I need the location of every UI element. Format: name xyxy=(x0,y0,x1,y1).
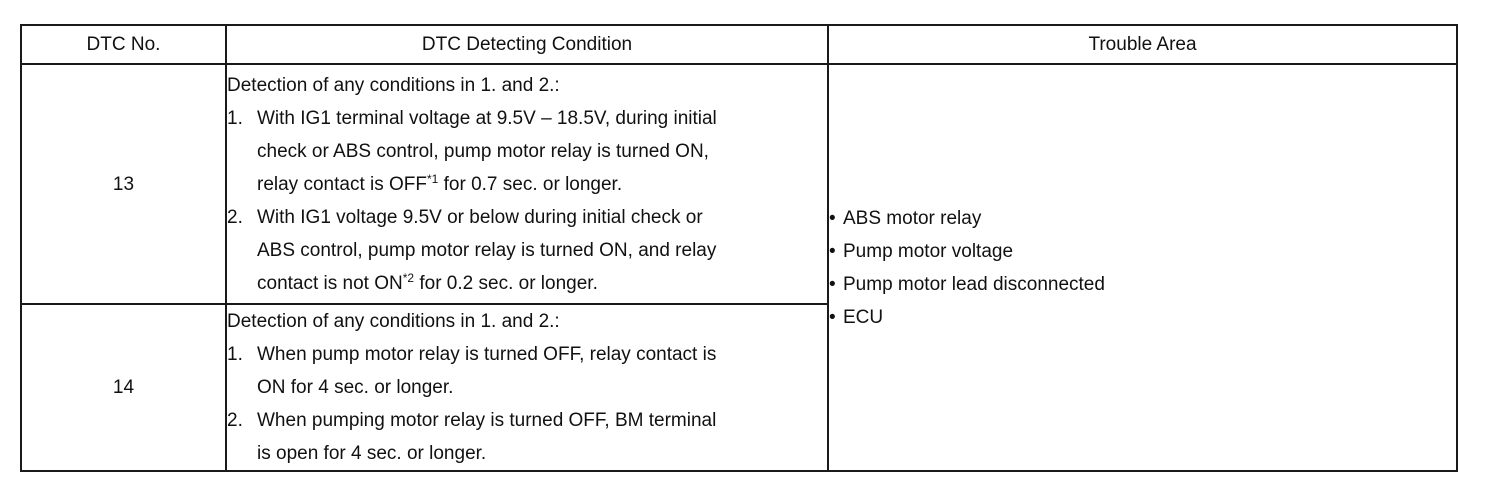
trouble-area-item: • Pump motor lead disconnected xyxy=(829,268,1456,301)
trouble-area-label: Pump motor voltage xyxy=(843,240,1014,262)
condition-line: relay contact is OFF*1 for 0.7 sec. or l… xyxy=(257,168,827,201)
footnote-marker: *1 xyxy=(427,171,439,186)
condition-line: ABS control, pump motor relay is turned … xyxy=(257,239,717,261)
condition-line: ON for 4 sec. or longer. xyxy=(257,377,454,398)
trouble-area-item: • ABS motor relay xyxy=(829,202,1456,235)
condition-list: 1. With IG1 terminal voltage at 9.5V – 1… xyxy=(227,102,827,300)
condition-number: 1. xyxy=(227,344,243,365)
condition-text: contact is not ON xyxy=(257,272,403,294)
table-row-dtc-14: 14 Detection of any conditions in 1. and… xyxy=(20,303,1457,472)
condition-list: 1. When pump motor relay is turned OFF, … xyxy=(227,338,827,470)
condition-item: 1. When pump motor relay is turned OFF, … xyxy=(227,338,827,404)
condition-line: When pumping motor relay is turned OFF, … xyxy=(257,410,717,431)
detecting-condition-cell: Detection of any conditions in 1. and 2.… xyxy=(225,63,829,305)
detecting-condition-cell: Detection of any conditions in 1. and 2.… xyxy=(225,303,829,472)
bullet-icon: • xyxy=(829,306,836,328)
condition-line: contact is not ON*2 for 0.2 sec. or long… xyxy=(257,267,827,300)
trouble-area-cell: • ABS motor relay • Pump motor voltage • Pu… xyxy=(827,63,1458,472)
condition-text: for 0.2 sec. or longer. xyxy=(414,272,598,294)
condition-line: With IG1 voltage 9.5V or below during in… xyxy=(257,206,703,228)
trouble-area-item: • Pump motor voltage xyxy=(829,235,1456,268)
condition-number: 1. xyxy=(227,107,243,129)
table-row-dtc-13: 13 Detection of any conditions in 1. and… xyxy=(20,63,1458,472)
footnote-marker: *2 xyxy=(402,270,415,285)
condition-item: 2. With IG1 voltage 9.5V or below during… xyxy=(227,201,827,300)
condition-line: check or ABS control, pump motor relay i… xyxy=(257,140,709,162)
dtc-code-cell: 14 xyxy=(20,303,227,472)
trouble-area-item: • ECU xyxy=(829,301,1456,334)
condition-item: 1. With IG1 terminal voltage at 9.5V – 1… xyxy=(227,102,827,201)
condition-number: 2. xyxy=(227,410,243,431)
trouble-area-label: ABS motor relay xyxy=(843,207,982,229)
header-detecting-condition: DTC Detecting Condition xyxy=(225,24,829,65)
condition-intro: Detection of any conditions in 1. and 2.… xyxy=(227,311,560,332)
condition-number: 2. xyxy=(227,206,243,228)
dtc-table: DTC No. DTC Detecting Condition Trouble … xyxy=(20,24,1458,472)
condition-line: is open for 4 sec. or longer. xyxy=(257,443,487,464)
condition-item: 2. When pumping motor relay is turned OF… xyxy=(227,404,827,470)
header-row: DTC No. DTC Detecting Condition Trouble … xyxy=(20,24,1458,65)
trouble-area-label: ECU xyxy=(843,306,884,328)
bullet-icon: • xyxy=(829,240,836,262)
trouble-area-label: Pump motor lead disconnected xyxy=(843,273,1105,295)
bullet-icon: • xyxy=(829,273,836,295)
trouble-area-list: • ABS motor relay • Pump motor voltage • Pu… xyxy=(829,202,1456,334)
dtc-code-cell: 13 xyxy=(20,63,227,305)
condition-text: for 0.7 sec. or longer. xyxy=(438,173,623,195)
condition-intro: Detection of any conditions in 1. and 2.… xyxy=(227,74,560,96)
header-dtc-no: DTC No. xyxy=(20,24,227,65)
condition-line: When pump motor relay is turned OFF, rel… xyxy=(257,344,717,365)
bullet-icon: • xyxy=(829,207,836,229)
header-trouble-area: Trouble Area xyxy=(827,24,1458,65)
condition-text: relay contact is OFF xyxy=(257,173,427,195)
condition-line: With IG1 terminal voltage at 9.5V – 18.5… xyxy=(257,107,717,129)
